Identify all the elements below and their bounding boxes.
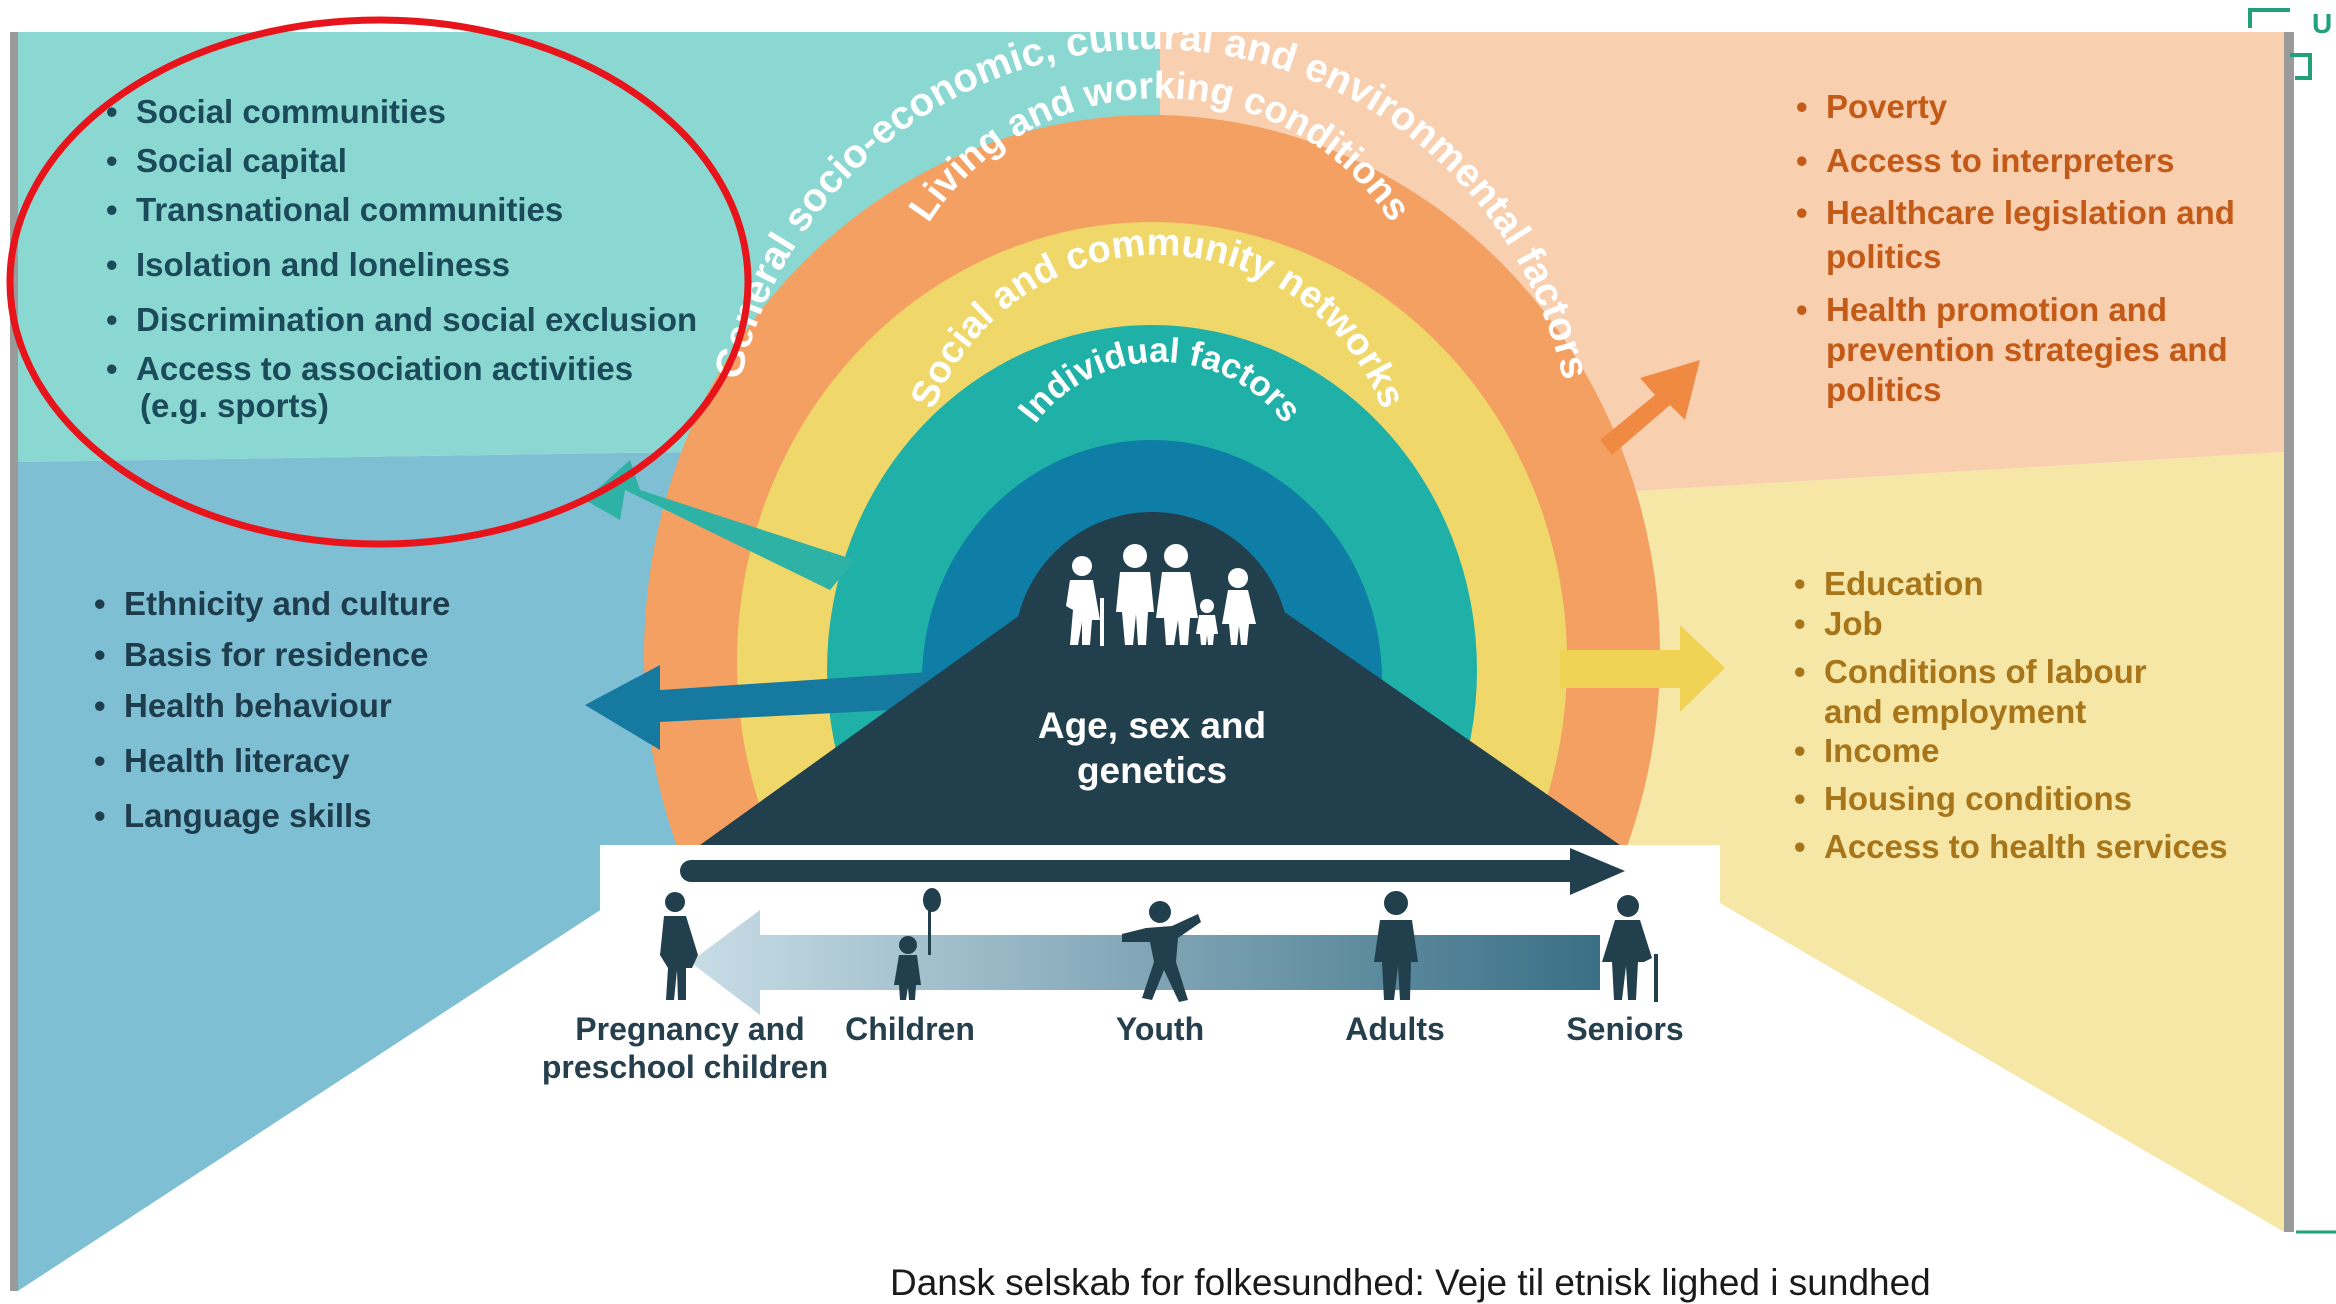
living-factor-list: Education Job Conditions of labour xyxy=(1786,564,2266,692)
individual-factor-list: Ethnicity and culture Basis for residenc… xyxy=(86,584,646,836)
general-list-continuation-3: politics xyxy=(1826,371,1942,408)
left-edge-bar xyxy=(10,32,18,1291)
general-list-continuation-2: prevention strategies and xyxy=(1826,331,2228,368)
list-item: Housing conditions xyxy=(1786,779,2266,819)
general-arrow xyxy=(1600,360,1700,455)
list-item: Discrimination and social exclusion xyxy=(98,300,798,340)
right-edge-bar xyxy=(2284,32,2294,1232)
social-factor-list: Social communities Social capital Transn… xyxy=(98,92,798,389)
lifespan-bar xyxy=(680,860,1580,882)
social-arrow xyxy=(585,460,855,590)
adult-icon xyxy=(1374,891,1418,1000)
core-label: Age, sex and genetics xyxy=(1000,703,1304,793)
pregnancy-label: Pregnancy and preschool children xyxy=(520,1010,850,1086)
list-item: Conditions of labour xyxy=(1786,652,2266,692)
bottom-panel-cover xyxy=(18,845,2284,1291)
individual-arrow xyxy=(585,665,930,750)
logo-fragment: U xyxy=(2312,8,2333,39)
list-item: Language skills xyxy=(86,796,646,836)
list-item: Income xyxy=(1786,731,2266,771)
senior-icon xyxy=(1602,895,1658,1002)
living-list-continuation: and employment xyxy=(1824,693,2087,730)
citation: Dansk selskab for folkesundhed: Veje til… xyxy=(890,1262,1931,1303)
list-item: Ethnicity and culture xyxy=(86,584,646,624)
children-label: Children xyxy=(845,1011,975,1047)
list-item: Health behaviour xyxy=(86,686,646,726)
list-item: Transnational communities xyxy=(98,190,798,230)
seniors-label: Seniors xyxy=(1566,1011,1684,1047)
list-item: Health promotion and xyxy=(1788,290,2288,330)
list-item: Job xyxy=(1786,604,2266,644)
list-item: Access to health services xyxy=(1786,827,2266,867)
living-arrow xyxy=(1560,625,1725,712)
list-item: Social capital xyxy=(98,141,798,181)
list-item: Isolation and loneliness xyxy=(98,245,798,285)
list-item: Health literacy xyxy=(86,741,646,781)
living-factor-list-2: Income Housing conditions Access to heal… xyxy=(1786,731,2266,867)
lifespan-arrowhead xyxy=(1570,848,1625,895)
core-label-line-1: Age, sex and xyxy=(1037,705,1267,746)
list-item: Poverty xyxy=(1788,87,2288,127)
pregnancy-label-line-2: preschool children xyxy=(541,1049,829,1085)
list-item: Education xyxy=(1786,564,2266,604)
general-factor-list-2: Health promotion and xyxy=(1788,290,2288,330)
logo-bracket-bottom xyxy=(2290,53,2312,80)
pregnancy-label-line-1: Pregnancy and xyxy=(575,1011,805,1047)
list-item: Social communities xyxy=(98,92,798,132)
general-factor-list: Poverty Access to interpreters Healthcar… xyxy=(1788,87,2288,233)
list-item: Healthcare legislation and xyxy=(1788,193,2288,233)
youth-icon xyxy=(1122,901,1201,1002)
lifestage-gradient-arrow xyxy=(690,910,1600,1015)
child-balloon-icon xyxy=(894,888,941,1000)
family-icon xyxy=(1066,544,1256,646)
list-item: Access to association activities xyxy=(98,349,798,389)
adults-label: Adults xyxy=(1345,1011,1445,1047)
core-label-line-2: genetics xyxy=(1076,750,1228,791)
core-pyramid xyxy=(700,520,1620,845)
general-list-continuation-1: politics xyxy=(1826,238,1942,275)
social-list-continuation: (e.g. sports) xyxy=(140,387,329,424)
list-item: Access to interpreters xyxy=(1788,141,2288,181)
logo-bracket-top xyxy=(2248,8,2290,28)
list-item: Basis for residence xyxy=(86,635,646,675)
pregnancy-icon xyxy=(660,892,698,1000)
youth-label: Youth xyxy=(1115,1011,1205,1047)
